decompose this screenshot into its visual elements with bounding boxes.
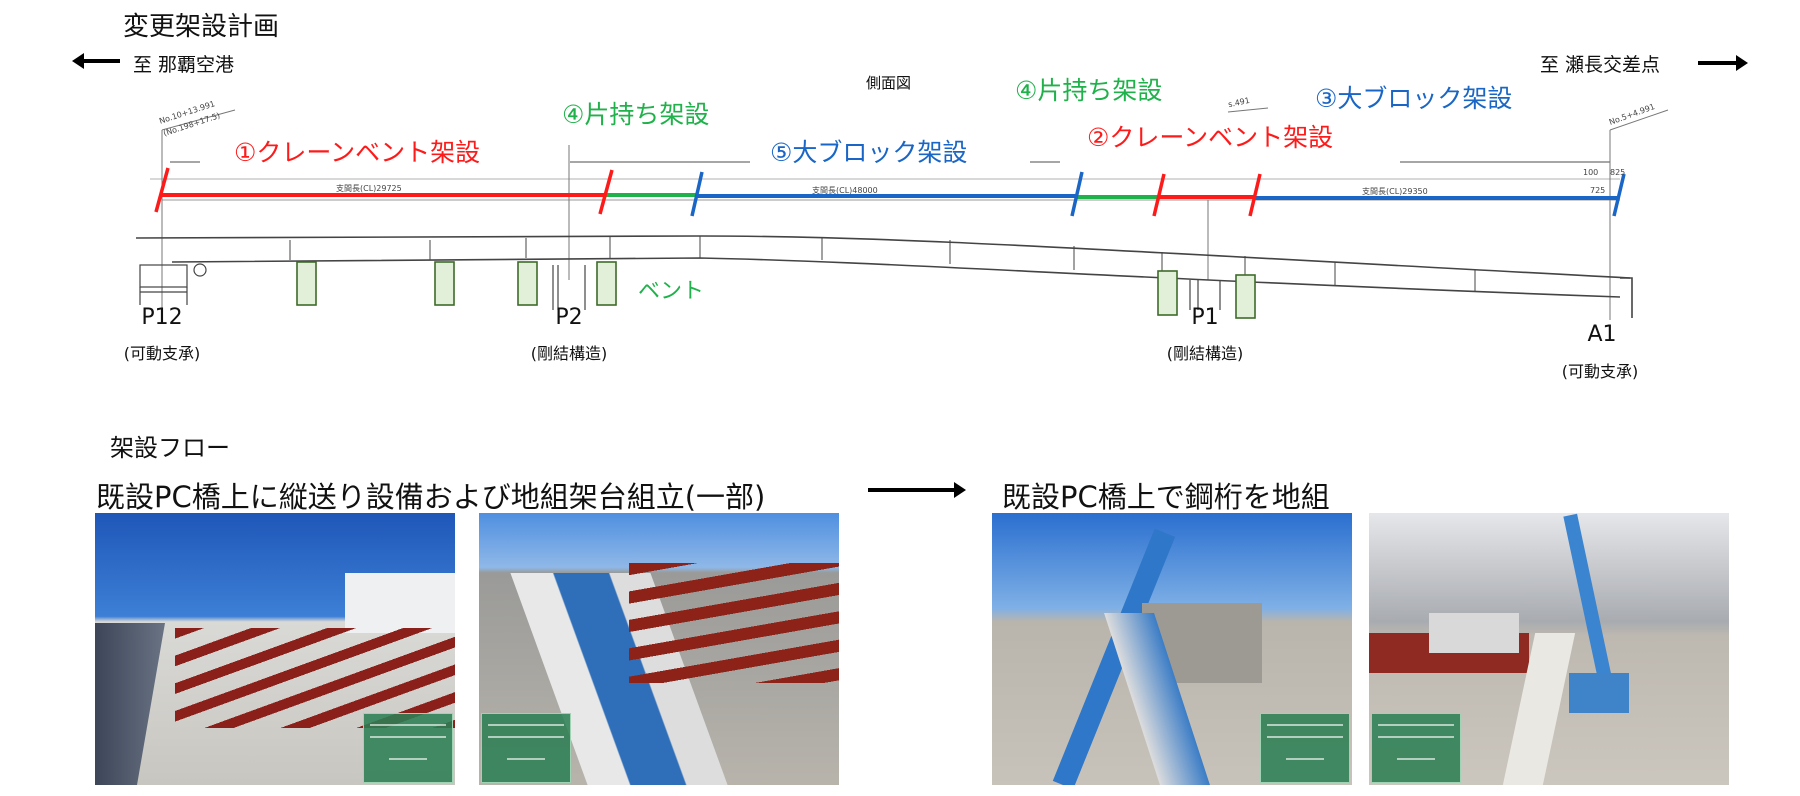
pier-p2-type: (剛結構造) [530,344,608,363]
vent [517,261,538,306]
span-length-3: 支間長(CL)29350 [1362,187,1428,196]
pier-p1: P1 [1191,305,1219,330]
pier-p1-type: (剛結構造) [1166,344,1244,363]
dim-725: 725 [1590,186,1606,195]
direction-left: 至 那覇空港 [133,54,235,76]
p12-support [139,263,207,305]
vent [596,261,617,306]
flow-step-1: 既設PC橋上に縦送り設備および地組架台組立(一部) [96,480,766,514]
joint-ticks [154,167,1626,217]
photo-launching-equipment-1 [95,513,455,785]
flow-arrow-icon [868,482,966,498]
vent [1157,270,1178,316]
span-length-1: 支間長(CL)29725 [336,184,402,193]
erection-segments [162,193,1618,200]
pier-p12-type: (可動支承) [123,344,201,363]
dim-825: 825 [1610,168,1626,177]
pier-p2: P2 [555,305,583,330]
bridge-girder [135,235,1633,318]
photo-launching-equipment-2 [479,513,839,785]
flow-step-2: 既設PC橋上で鋼桁を地組 [1002,480,1330,514]
vent [434,261,455,306]
span-length-2: 支間長(CL)48000 [812,186,878,195]
vent-label: ベント [638,279,705,304]
page-title: 変更架設計画 [123,12,280,42]
stage-5-label: ⑤大ブロック架設 [770,138,968,167]
vent [1235,274,1256,319]
stage-4a-label: ④片持ち架設 [562,100,710,129]
vent [296,261,317,306]
abutment-a1: A1 [1587,322,1617,347]
arrow-left-icon [72,53,120,69]
stage-4b-label: ④片持ち架設 [1015,76,1163,105]
side-view-drawing [135,107,1669,320]
stage-3-label: ③大ブロック架設 [1315,84,1513,113]
photo-girder-assembly-1 [992,513,1352,785]
side-view-label: 側面図 [866,74,912,92]
stage-1-label: ①クレーンベント架設 [234,138,481,167]
stage-2-label: ②クレーンベント架設 [1087,123,1334,152]
direction-right: 至 瀬長交差点 [1540,54,1661,76]
flow-heading: 架設フロー [110,434,230,462]
dim-100: 100 [1583,168,1599,177]
abutment-a1-type: (可動支承) [1561,362,1639,381]
arrow-right-icon [1698,55,1748,71]
photo-girder-assembly-2 [1369,513,1729,785]
pier-p12: P12 [141,305,183,330]
